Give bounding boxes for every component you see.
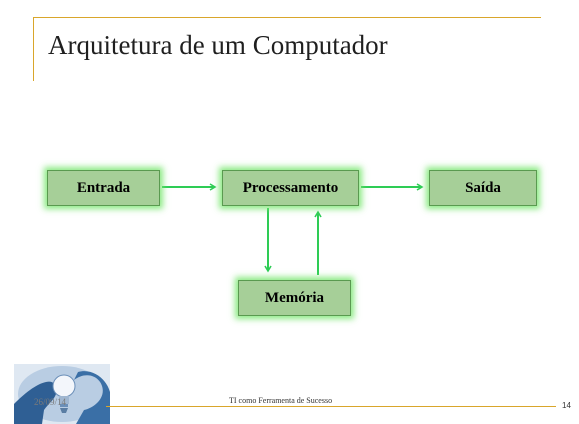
footer-date: 26/09/14 <box>34 397 67 407</box>
output-box: Saída <box>429 170 537 206</box>
processing-box: Processamento <box>222 170 359 206</box>
memory-box: Memória <box>238 280 351 316</box>
hand-holding-lightbulb-icon <box>14 364 110 424</box>
page-number: 14 <box>562 401 571 410</box>
slide-title: Arquitetura de um Computador <box>48 30 388 60</box>
footer-text: TI como Ferramenta de Sucesso <box>229 396 333 405</box>
title-rule-left <box>33 17 34 81</box>
input-box: Entrada <box>47 170 160 206</box>
footer-rule <box>106 406 556 407</box>
title-rule-top <box>33 17 541 18</box>
